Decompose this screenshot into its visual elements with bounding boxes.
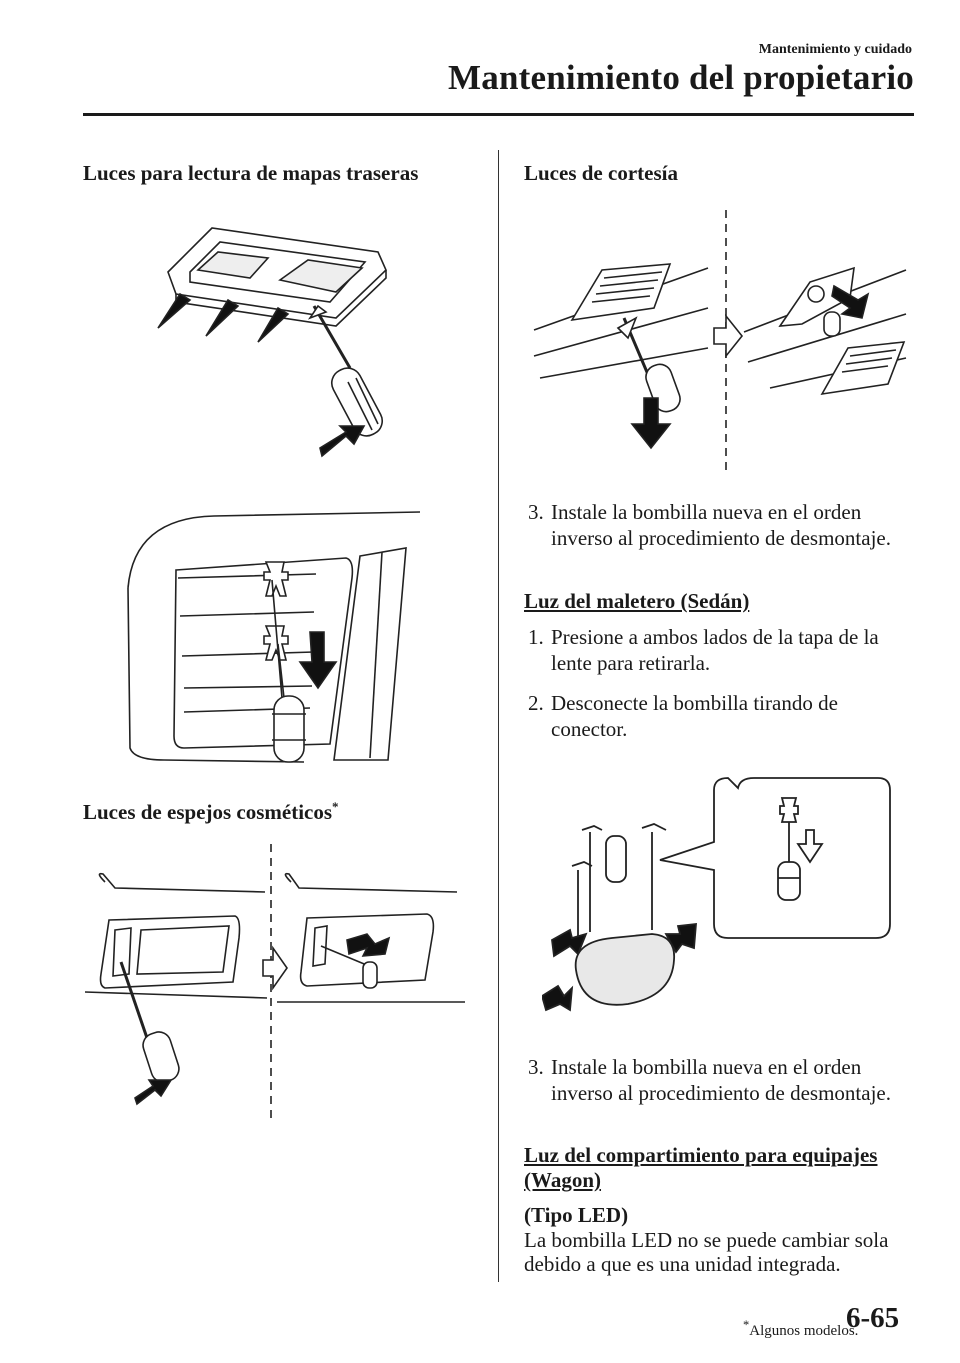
page-title: Mantenimiento del propietario bbox=[448, 58, 914, 97]
footnote-text: Algunos modelos. bbox=[749, 1323, 859, 1339]
asterisk-mark: * bbox=[743, 1318, 750, 1332]
asterisk-mark: * bbox=[332, 799, 339, 814]
step-trunk-1: 1. Presione a ambos lados de la tapa de l… bbox=[524, 624, 916, 676]
step-text: Presione a ambos lados de la tapa de la … bbox=[551, 625, 879, 675]
step-text: Instale la bombilla nueva en el orden in… bbox=[551, 500, 891, 550]
heading-courtesy-lights: Luces de cortesía bbox=[524, 161, 678, 185]
figure-trunk-light bbox=[542, 774, 892, 1024]
figure-rear-map-light-removal bbox=[150, 222, 400, 462]
header-rule bbox=[83, 113, 914, 116]
step-trunk-2: 2. Desconecte la bombilla tirando de cone… bbox=[524, 690, 916, 742]
heading-vanity-text: Luces de espejos cosméticos bbox=[83, 800, 333, 824]
step-text: Instale la bombilla nueva en el orden in… bbox=[551, 1055, 891, 1105]
step-trunk-3: 3. Instale la bombilla nueva en el orden … bbox=[524, 1054, 916, 1106]
subheading-trunk-light: Luz del maletero (Sedán) bbox=[524, 589, 750, 613]
step-courtesy-3: 3. Instale la bombilla nueva en el orden … bbox=[524, 499, 916, 551]
step-text: Desconecte la bombilla tirando de conect… bbox=[551, 691, 838, 741]
figure-map-light-bulb bbox=[124, 508, 424, 773]
step-number: 1. bbox=[528, 625, 544, 649]
page-number: 6-65 bbox=[846, 1302, 900, 1334]
figure-courtesy-light bbox=[532, 208, 910, 470]
led-note: La bombilla LED no se puede cambiar sola… bbox=[524, 1228, 889, 1276]
heading-rear-map-lights: Luces para lectura de mapas traseras bbox=[83, 161, 419, 185]
subheading-cargo-light: Luz del compartimiento para equipajes (W… bbox=[524, 1143, 878, 1192]
step-number: 3. bbox=[528, 1055, 544, 1079]
section-title: Mantenimiento y cuidado bbox=[758, 42, 912, 57]
footnote: *Algunos modelos. bbox=[743, 1318, 858, 1340]
column-divider bbox=[498, 150, 499, 1282]
step-number: 3. bbox=[528, 500, 544, 524]
figure-vanity-mirror-light bbox=[85, 842, 465, 1122]
step-number: 2. bbox=[528, 691, 544, 715]
heading-vanity-mirror-lights: Luces de espejos cosméticos* bbox=[83, 799, 339, 825]
subheading-led-type: (Tipo LED) bbox=[524, 1203, 629, 1227]
